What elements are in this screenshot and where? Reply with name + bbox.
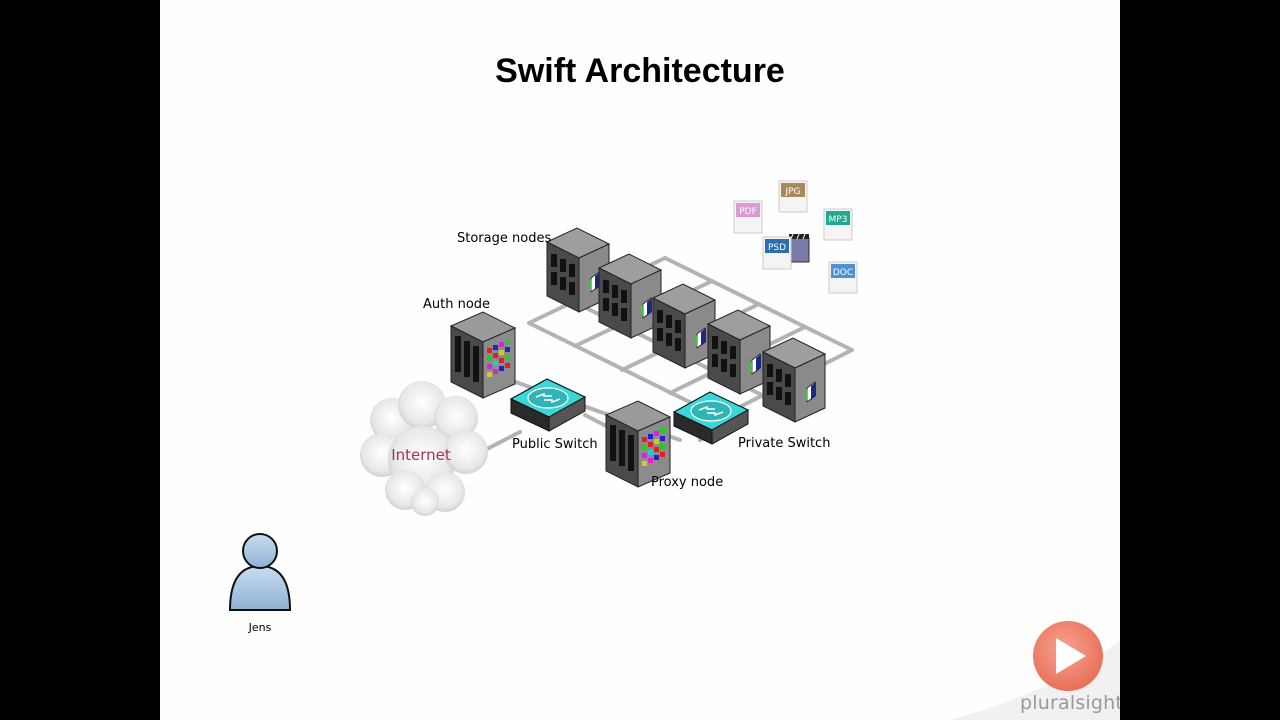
storage-server-icon [652, 283, 716, 369]
svg-text:JPG: JPG [784, 187, 800, 197]
slide-title: Swift Architecture [495, 52, 785, 90]
jpg-file-icon: JPG [778, 180, 808, 213]
pluralsight-logo-text: pluralsight [1020, 692, 1120, 714]
mp3-file-icon: MP3 [823, 208, 853, 241]
public-switch-icon [510, 378, 586, 432]
svg-text:PSD: PSD [768, 243, 786, 253]
public-switch-label: Public Switch [512, 437, 598, 452]
svg-text:PDF: PDF [739, 207, 757, 217]
svg-text:MP3: MP3 [829, 215, 848, 225]
user-avatar-icon [228, 533, 292, 611]
svg-text:DOC: DOC [833, 268, 853, 278]
video-clapper-icon [788, 233, 810, 263]
internet-cloud-icon [360, 381, 488, 516]
storage-server-icon [598, 253, 662, 339]
play-logo-icon [950, 621, 1120, 720]
user-name-label: Jens [248, 621, 272, 634]
auth-node-label: Auth node [423, 297, 490, 312]
slide: Swift Architecture [160, 0, 1120, 720]
pdf-file-icon: PDF [733, 200, 763, 234]
doc-file-icon: DOC [828, 261, 858, 294]
architecture-diagram: Storage nodes Auth node Internet Public … [228, 180, 1120, 720]
proxy-node-label: Proxy node [651, 475, 723, 490]
storage-server-icon [762, 337, 826, 423]
auth-server-icon [450, 311, 516, 399]
internet-label: Internet [391, 446, 451, 464]
storage-nodes-label: Storage nodes [457, 231, 551, 246]
psd-file-icon: PSD [762, 236, 792, 270]
private-switch-label: Private Switch [738, 436, 830, 451]
storage-server-icon [707, 309, 771, 395]
